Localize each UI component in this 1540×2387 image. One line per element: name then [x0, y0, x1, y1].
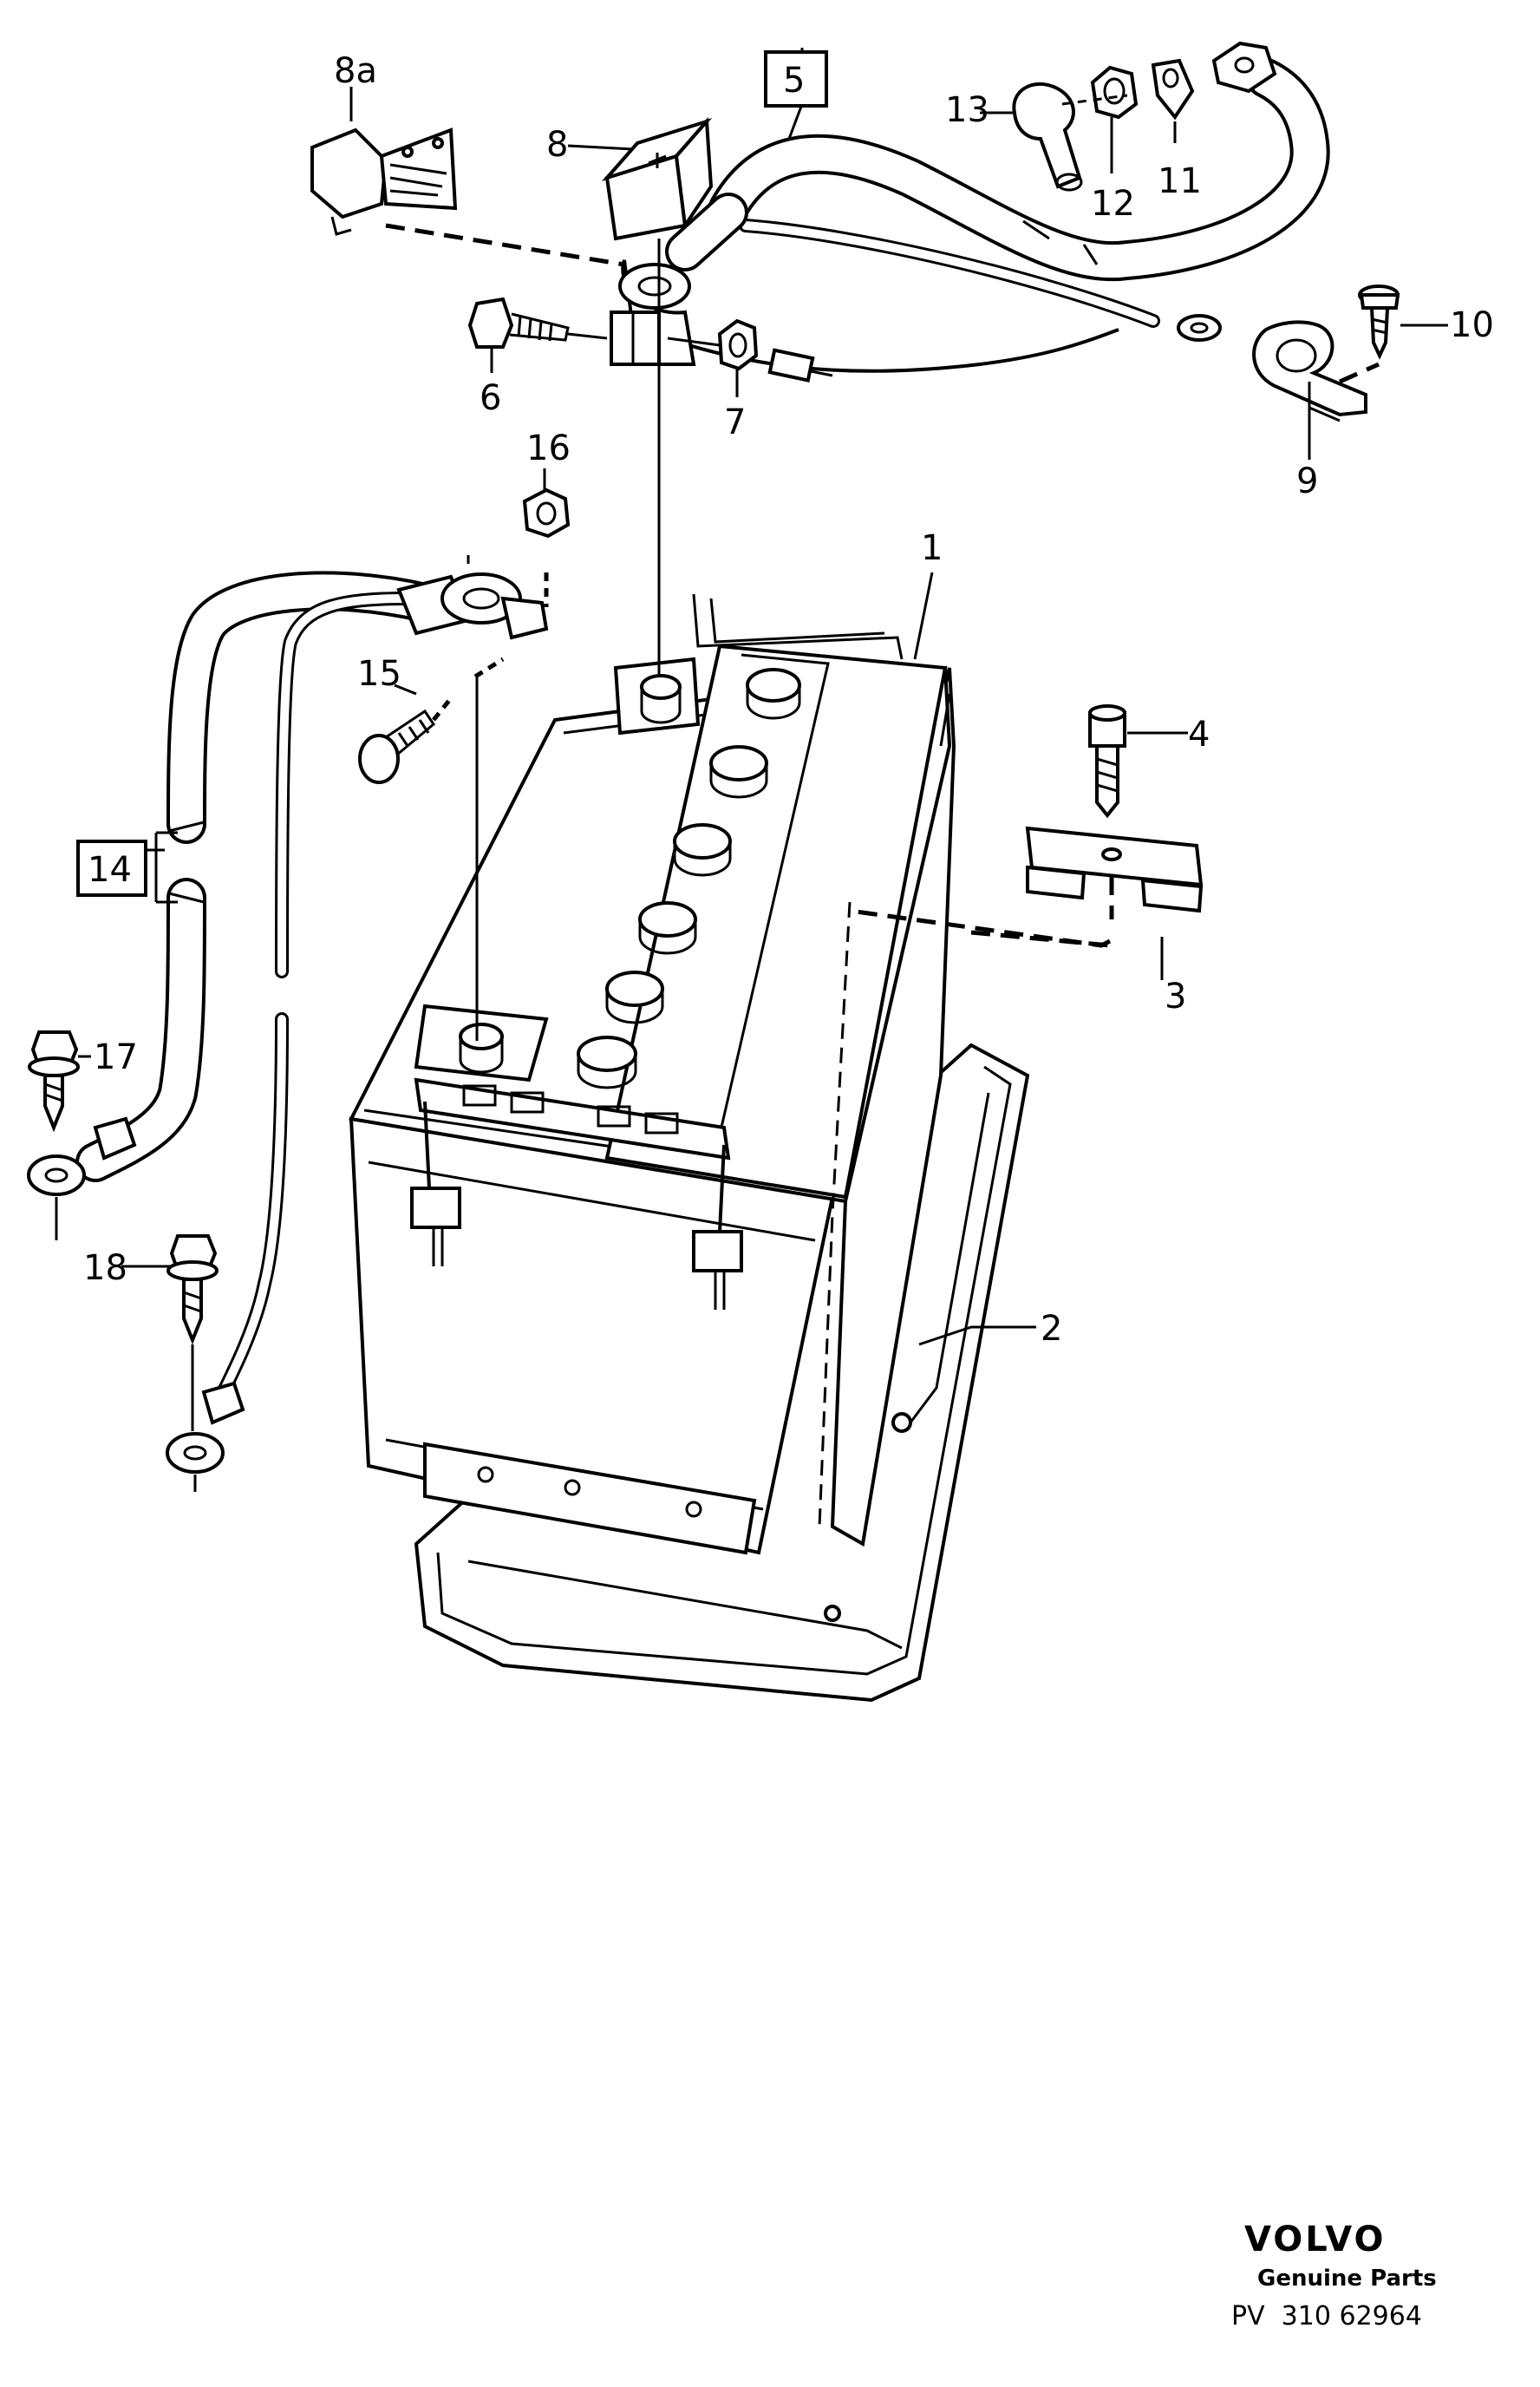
callout-10: 10	[1450, 305, 1494, 345]
callout-7: 7	[724, 402, 746, 442]
callout-14: 14	[88, 850, 132, 890]
callout-3: 3	[1165, 977, 1186, 1017]
footer-block: VOLVO Genuine Parts PV 310 62964	[1231, 2220, 1437, 2331]
callout-6: 6	[480, 378, 501, 418]
volvo-logo-text: VOLVO	[1244, 2220, 1387, 2259]
screw-18	[121, 1234, 219, 1431]
carry-handle	[410, 1077, 743, 1310]
bolt-6	[467, 297, 608, 373]
callout-8a: 8a	[334, 51, 377, 91]
hold-down-clamp	[849, 826, 1204, 948]
cap-13	[980, 82, 1128, 192]
callout-4: 4	[1188, 715, 1210, 755]
screw-10	[1358, 284, 1448, 360]
footer-part-code: PV 310 62964	[1231, 2301, 1422, 2331]
callout-13: 13	[945, 90, 989, 130]
nut-16	[522, 468, 571, 539]
callout-labels: 1 2 3 4 5 6 7 8 8a 9 10 11 12 13 14 15 1…	[76, 50, 1494, 1349]
bolt-15	[358, 683, 453, 784]
callout-9: 9	[1296, 461, 1318, 501]
callout-16: 16	[526, 428, 571, 468]
callout-1: 1	[921, 528, 943, 568]
callout-14-box	[76, 840, 147, 897]
footer-subtitle: Genuine Parts	[1257, 2266, 1437, 2292]
bracket-8a	[310, 87, 625, 267]
screw-17	[28, 1030, 91, 1133]
battery-terminal-posts	[414, 657, 701, 1082]
callout-8: 8	[546, 125, 568, 165]
callout-5-box	[764, 50, 828, 108]
cable-lug	[1211, 41, 1277, 94]
callout-12: 12	[1091, 184, 1135, 224]
nut-7	[667, 318, 759, 397]
terminal-cover-8	[567, 117, 714, 677]
bolt-4	[1088, 704, 1188, 819]
positive-cable	[610, 58, 1330, 383]
cable-clip-9	[1252, 320, 1380, 460]
battery	[348, 593, 956, 1555]
callout-2: 2	[1041, 1309, 1062, 1349]
callout-5: 5	[783, 61, 805, 101]
negative-cable	[27, 555, 549, 1492]
nut-12	[1090, 65, 1139, 173]
callout-15: 15	[357, 654, 401, 694]
callout-17: 17	[94, 1037, 138, 1077]
ring-terminal-11	[1151, 58, 1195, 143]
callout-18: 18	[83, 1248, 127, 1288]
callout-11: 11	[1158, 161, 1202, 201]
vent-caps	[577, 668, 801, 1089]
